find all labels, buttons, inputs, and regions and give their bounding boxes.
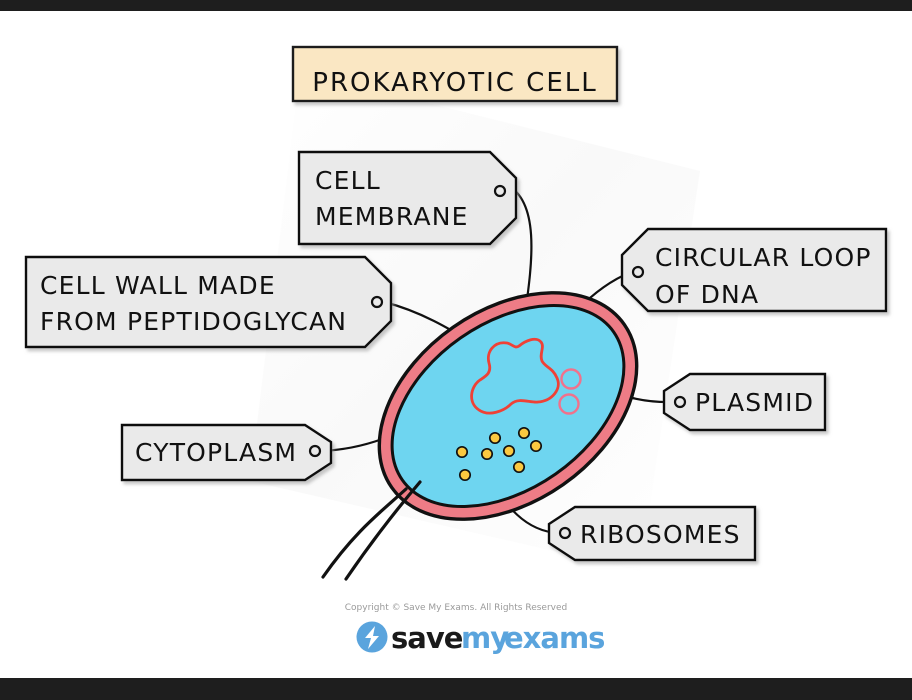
tag-shape-cell-membrane xyxy=(297,150,518,246)
tag-eyelet-circular-dna xyxy=(631,265,645,279)
logo-word-exams: exams xyxy=(504,621,604,655)
ribosome-dot xyxy=(517,426,531,440)
title-label: PROKARYOTIC CELL xyxy=(312,68,597,98)
bottom-black-bar xyxy=(0,678,912,700)
label-tag-cytoplasm[interactable]: CYTOPLASM xyxy=(120,423,333,482)
label-text-plasmid: PLASMID xyxy=(695,388,814,417)
label-tag-cell-membrane[interactable]: CELL MEMBRANE xyxy=(297,150,518,246)
flagellum xyxy=(321,487,408,579)
label-text-cell-membrane-line2: MEMBRANE xyxy=(315,202,469,231)
logo-word-save: save xyxy=(391,621,463,655)
save-my-exams-logo: save my exams xyxy=(356,621,605,655)
ribosome-dot xyxy=(488,431,502,445)
circular-dna-shape xyxy=(470,337,560,415)
ribosome-dot xyxy=(529,439,543,453)
plasmids-group xyxy=(558,368,582,415)
diagram-canvas: PROKARYOTIC CELL xyxy=(0,11,912,678)
label-text-cell-wall-line1: CELL WALL MADE xyxy=(40,271,276,300)
tag-shape-plasmid xyxy=(662,372,827,432)
tag-eyelet-cytoplasm xyxy=(308,444,322,458)
plasmid-circle xyxy=(558,393,580,415)
tag-eyelet-ribosomes xyxy=(558,526,572,540)
copyright-text: Copyright © Save My Exams. All Rights Re… xyxy=(345,603,567,613)
label-text-cell-membrane-line1: CELL xyxy=(315,166,381,195)
label-text-cytoplasm: CYTOPLASM xyxy=(135,438,297,467)
tag-eyelet-plasmid xyxy=(673,395,687,409)
ribosome-dot xyxy=(480,447,494,461)
tag-shape-ribosomes xyxy=(547,505,757,562)
label-tag-circular-dna[interactable]: CIRCULAR LOOP OF DNA xyxy=(620,227,888,313)
ribosome-dot xyxy=(512,460,526,474)
tag-shape-cytoplasm xyxy=(120,423,333,482)
ribosome-dot xyxy=(455,445,469,459)
flagella-group xyxy=(321,480,422,581)
title-box: PROKARYOTIC CELL xyxy=(291,45,619,103)
label-text-circular-dna-line2: OF DNA xyxy=(655,280,759,309)
top-black-bar xyxy=(0,0,912,11)
lightning-bolt-icon xyxy=(365,626,379,649)
label-tag-plasmid[interactable]: PLASMID xyxy=(662,372,827,432)
tag-eyelet-cell-membrane xyxy=(493,184,507,198)
label-text-cell-wall-line2: FROM PEPTIDOGLYCAN xyxy=(40,307,347,336)
label-tag-cell-wall[interactable]: CELL WALL MADE FROM PEPTIDOGLYCAN xyxy=(24,255,393,349)
label-tag-ribosomes[interactable]: RIBOSOMES xyxy=(547,505,757,562)
tag-shape-circular-dna xyxy=(620,227,888,313)
plasmid-circle xyxy=(560,368,582,390)
ribosome-dot xyxy=(458,468,472,482)
flagellum xyxy=(344,480,422,581)
label-text-ribosomes: RIBOSOMES xyxy=(580,520,741,549)
label-text-circular-dna-line1: CIRCULAR LOOP xyxy=(655,243,872,272)
tag-shape-cell-wall xyxy=(24,255,393,349)
tag-eyelet-cell-wall xyxy=(370,295,384,309)
logo-word-my: my xyxy=(461,621,509,655)
ribosome-dot xyxy=(502,444,516,458)
ribosomes-group xyxy=(455,426,543,482)
